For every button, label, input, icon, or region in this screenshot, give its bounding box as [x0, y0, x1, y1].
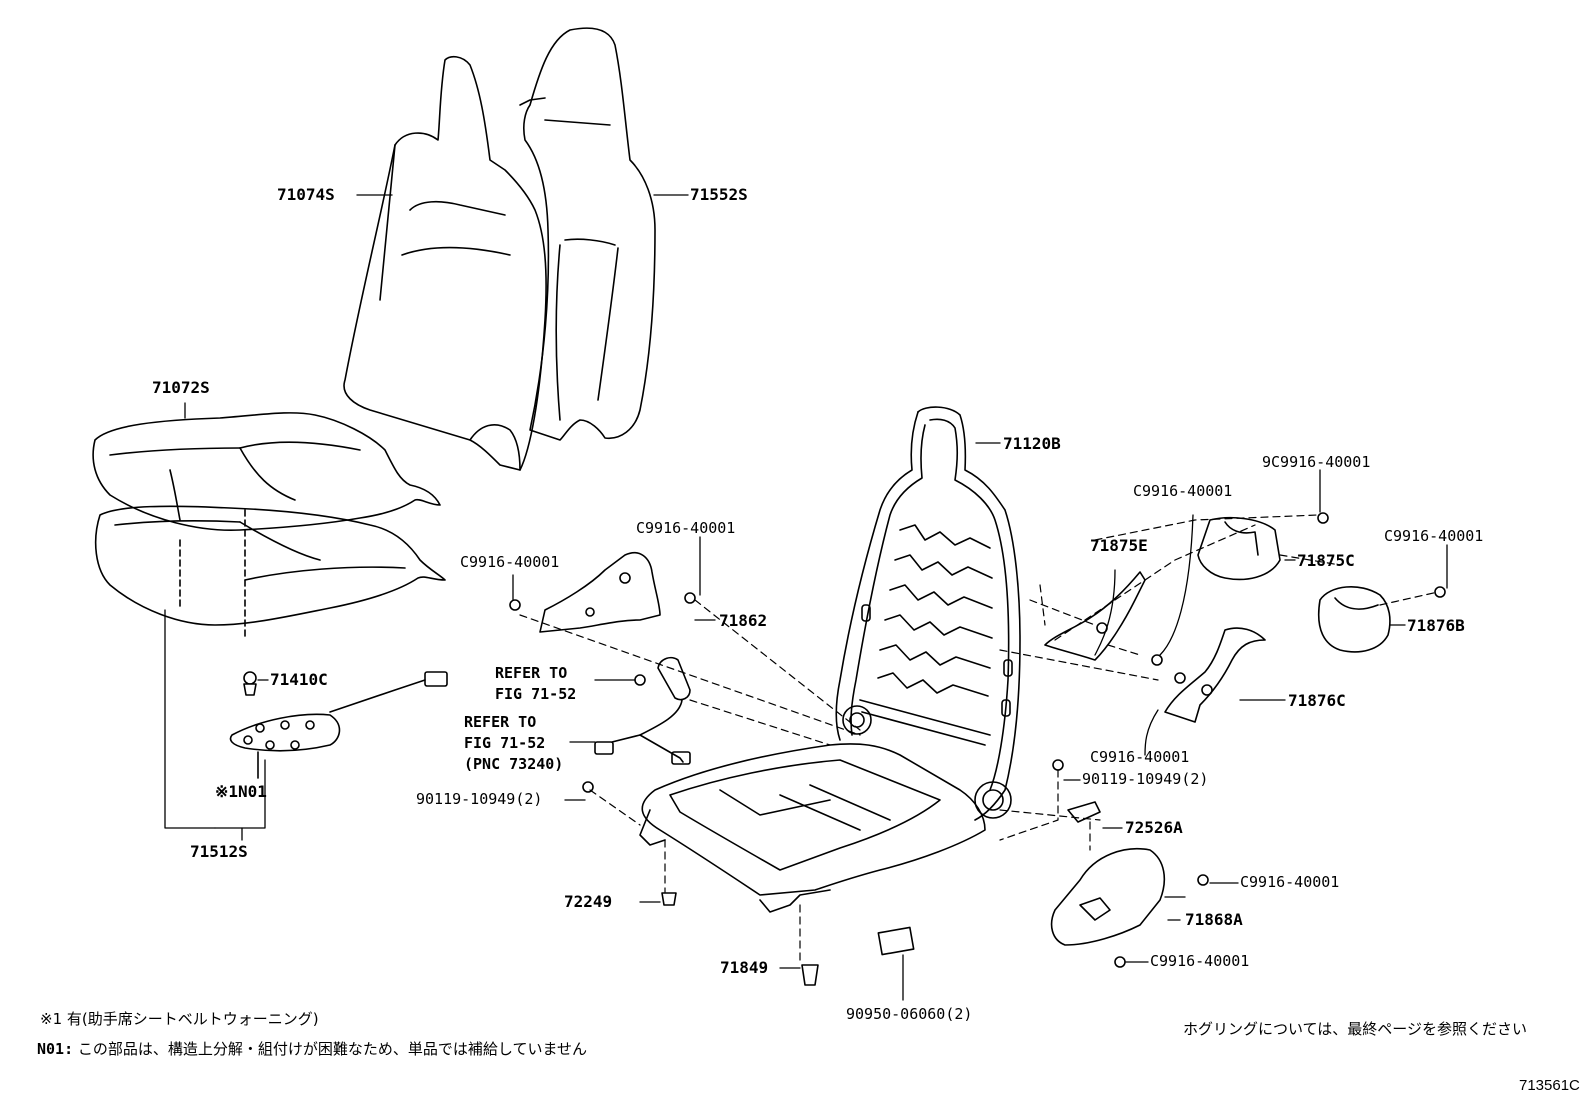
label-71862: 71862 [719, 611, 768, 630]
note-3: ホグリングについては、最終ページを参照ください [1183, 1020, 1527, 1038]
label-71868A: 71868A [1185, 910, 1243, 929]
seat-frame-71120B [639, 406, 1021, 913]
note-1: ※1 有(助手席シートベルトウォーニング) [40, 1010, 319, 1028]
figure-id: 713561C [1519, 1077, 1580, 1094]
occupant-sensor-harness [229, 671, 448, 779]
label-71552S: 71552S [690, 185, 748, 204]
note-2: N01: この部品は、構造上分解・組付けが困難なため、単品では補給していません [37, 1038, 587, 1059]
knob-cover-71875C [1197, 516, 1281, 581]
knob-cover-71876B [1317, 585, 1391, 653]
label-71875E: 71875E [1090, 536, 1148, 555]
label-71876B: 71876B [1407, 616, 1465, 635]
label-9C9916-40001: 9C9916-40001 [1262, 453, 1371, 471]
label-71849: 71849 [720, 958, 769, 977]
bracket-71862 [539, 551, 661, 633]
label-71876C: 71876C [1288, 691, 1346, 710]
label-72526A: 72526A [1125, 818, 1183, 837]
dashed-guides [519, 514, 1439, 963]
label-C9916-40001-g: C9916-40001 [1150, 952, 1250, 970]
recliner-cover-71876C [1164, 627, 1266, 723]
label-71875C: 71875C [1297, 551, 1355, 570]
label-90119-10949-a: 90119-10949(2) [416, 790, 543, 808]
seatback-cover-71074S [343, 55, 547, 471]
label-C9916-40001-e: C9916-40001 [1090, 748, 1190, 766]
label-71410C: 71410C [270, 670, 328, 689]
refer-to-label-2c: (PNC 73240) [464, 755, 564, 773]
recliner-cover-71875E [1044, 571, 1146, 661]
cushion-pad-71512S [94, 505, 446, 641]
seat-belt-buckle [594, 656, 691, 765]
label-71120B: 71120B [1003, 434, 1061, 453]
label-C9916-40001-f: C9916-40001 [1240, 873, 1340, 891]
cushion-cover-71072S [92, 412, 441, 532]
label-1N01: ※1N01 [215, 782, 267, 801]
label-71072S: 71072S [152, 378, 210, 397]
seatback-pad-71552S [519, 27, 656, 441]
label-71074S: 71074S [277, 185, 335, 204]
label-C9916-40001-c: C9916-40001 [636, 519, 736, 537]
note-2-text: この部品は、構造上分解・組付けが困難なため、単品では補給していません [73, 1040, 587, 1058]
label-C9916-40001-d: C9916-40001 [460, 553, 560, 571]
refer-to-label-1b: FIG 71-52 [495, 685, 577, 703]
label-C9916-40001-a: C9916-40001 [1133, 482, 1233, 500]
label-90119-10949-b: 90119-10949(2) [1082, 770, 1209, 788]
refer-to-label-1a: REFER TO [495, 664, 568, 682]
note-2-code: N01: [37, 1040, 74, 1058]
label-90950-06060: 90950-06060(2) [846, 1005, 973, 1023]
label-72249: 72249 [564, 892, 613, 911]
refer-to-label-2a: REFER TO [464, 713, 537, 731]
side-shield-71868A [1050, 848, 1166, 946]
leader-lines [164, 194, 1448, 1001]
label-C9916-40001-b: C9916-40001 [1384, 527, 1484, 545]
fasteners [243, 512, 1446, 986]
label-71512S: 71512S [190, 842, 248, 861]
refer-to-label-2b: FIG 71-52 [464, 734, 546, 752]
